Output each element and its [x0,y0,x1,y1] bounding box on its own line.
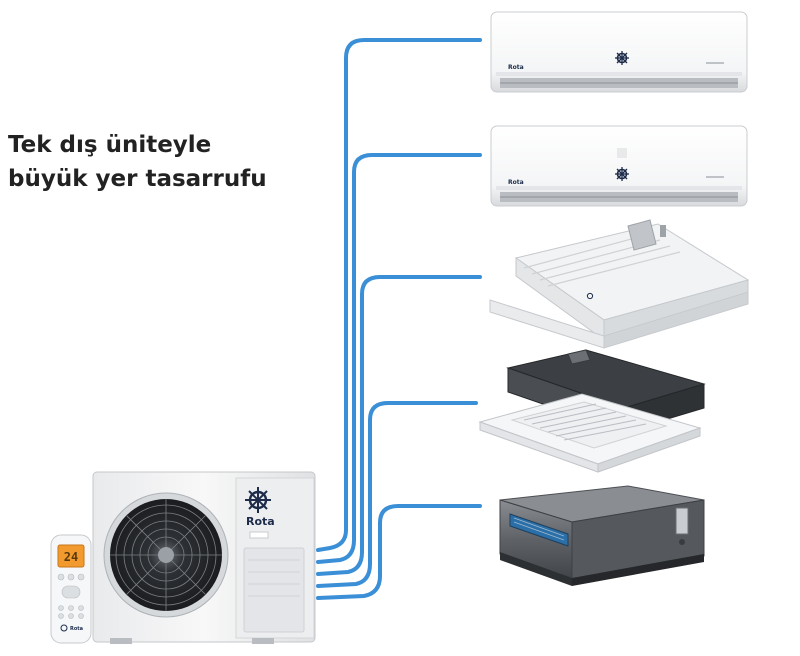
wall-mounted-unit-2: Rota [490,125,748,207]
headline-line-2: büyük yer tasarrufu [8,166,267,192]
four-way-cassette-unit [478,349,706,473]
brand-logo-text: Rota [246,515,275,528]
ship-wheel-icon [615,51,629,65]
one-way-cassette-unit [489,219,750,349]
ship-wheel-icon [245,487,271,513]
ducted-unit [499,485,705,586]
headline-line-1: Tek dış üniteyle [8,132,212,158]
brand-label: Rota [508,179,524,186]
pipe-to-wall-unit-1 [316,38,482,552]
headline: Tek dış üniteyle büyük yer tasarrufu [8,128,267,196]
fan-icon [103,492,229,618]
remote-control: 24 Rota [50,534,92,644]
pipe-to-four-way-cassette [316,401,478,588]
brand-label: Rota [508,64,524,71]
pipe-to-ducted-unit [316,504,482,600]
remote-brand-label: Rota [70,626,83,632]
refrigerant-pipes [316,38,482,600]
pipe-to-one-way-cassette [316,275,482,576]
ship-wheel-icon [586,292,594,300]
ship-wheel-icon [615,167,629,181]
wall-mounted-unit-1: Rota [490,11,748,93]
outdoor-unit: Rota [92,471,316,644]
pipe-to-wall-unit-2 [316,153,482,564]
remote-display: 24 [64,550,78,564]
